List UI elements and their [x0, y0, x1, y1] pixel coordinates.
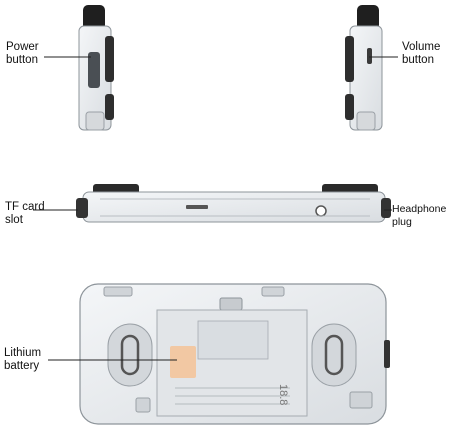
- tf-card-slot: [186, 205, 208, 209]
- volume-button-label: Volume button: [402, 41, 441, 66]
- left-grip: [107, 323, 153, 387]
- lithium-battery-label: Lithium battery: [4, 347, 42, 372]
- battery-pad: [170, 346, 196, 378]
- power-switch: [88, 52, 100, 88]
- battery-marking: 18.8: [277, 384, 289, 405]
- left-side-view: [78, 5, 114, 131]
- headphone-jack: [315, 205, 327, 217]
- power-button-label: Power button: [6, 41, 39, 66]
- right-grip: [311, 323, 357, 387]
- right-side-view: [345, 5, 383, 131]
- back-view: 18.8: [79, 283, 390, 425]
- volume-rocker: [367, 48, 372, 64]
- top-edge-view: [76, 184, 391, 223]
- headphone-plug-label: Headphone plug: [392, 203, 447, 228]
